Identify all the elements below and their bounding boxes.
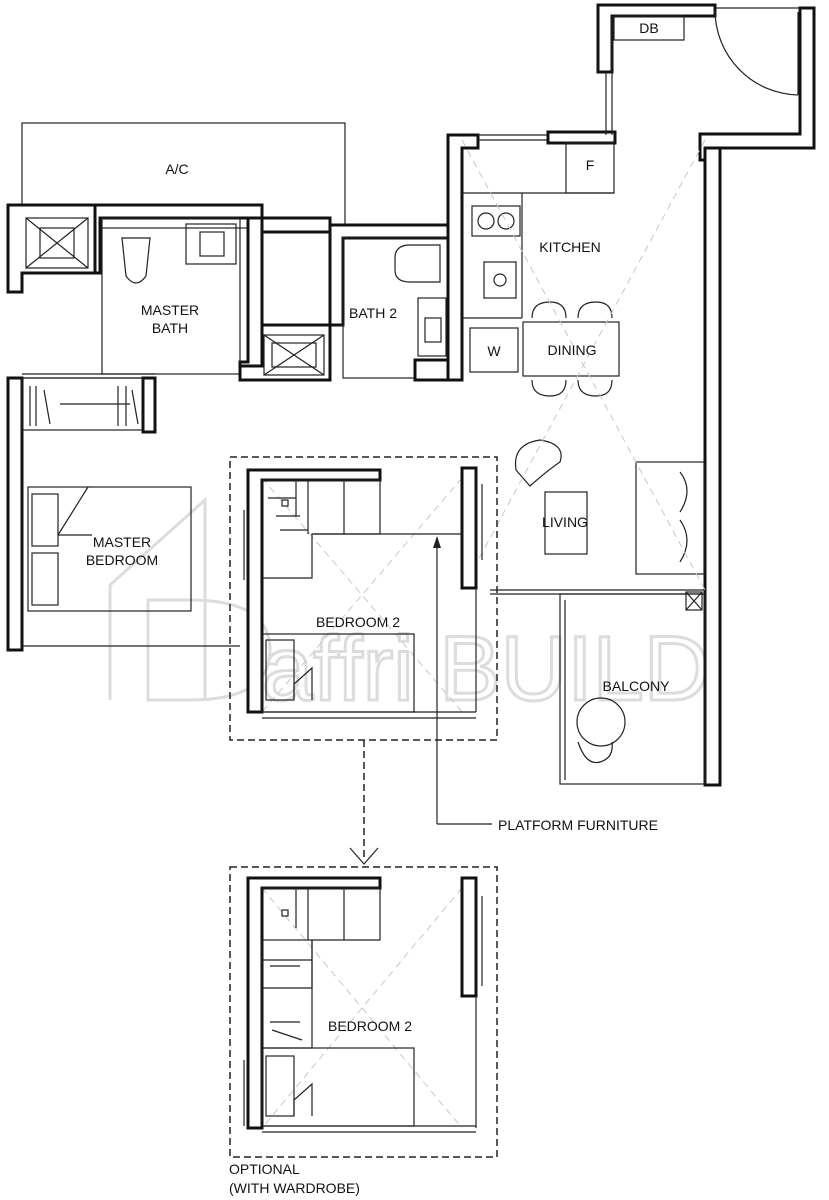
label-bedroom-2: BEDROOM 2	[316, 614, 400, 630]
label-master-bath-2: BATH	[152, 320, 188, 336]
master-bed	[27, 486, 192, 612]
label-optional: OPTIONAL	[229, 1161, 300, 1177]
label-db: DB	[639, 20, 658, 36]
label-dining: DINING	[548, 342, 597, 358]
label-ac: A/C	[165, 161, 188, 177]
label-balcony: BALCONY	[603, 678, 671, 694]
label-living: LIVING	[542, 514, 588, 530]
east-wall	[703, 146, 722, 787]
bath-2	[238, 216, 450, 382]
platform-furniture-leader	[433, 536, 492, 825]
bedroom-2-optional-room	[229, 866, 498, 1158]
label-washer: W	[487, 343, 501, 359]
master-wardrobe	[6, 376, 240, 652]
living-furniture	[490, 439, 705, 611]
label-platform-furniture: PLATFORM FURNITURE	[498, 817, 658, 833]
label-master-bedroom-1: MASTER	[93, 534, 151, 550]
label-master-bedroom-2: BEDROOM	[86, 552, 158, 568]
label-with-wardrobe: (WITH WARDROBE)	[229, 1180, 360, 1196]
kitchen-counter	[462, 142, 615, 373]
void-cross-lines	[261, 139, 706, 1129]
master-bath	[6, 203, 264, 379]
dining-table	[522, 301, 620, 397]
entrance-area	[596, 3, 816, 162]
label-bath-2: BATH 2	[349, 305, 397, 321]
ac-ledge	[21, 122, 346, 229]
balcony	[559, 593, 706, 785]
label-fridge: F	[586, 157, 595, 173]
label-master-bath-1: MASTER	[141, 302, 199, 318]
label-kitchen: KITCHEN	[539, 239, 600, 255]
optional-arrow	[349, 740, 379, 865]
kitchen-wall	[446, 130, 617, 382]
label-bedroom-2-optional: BEDROOM 2	[328, 1018, 412, 1034]
